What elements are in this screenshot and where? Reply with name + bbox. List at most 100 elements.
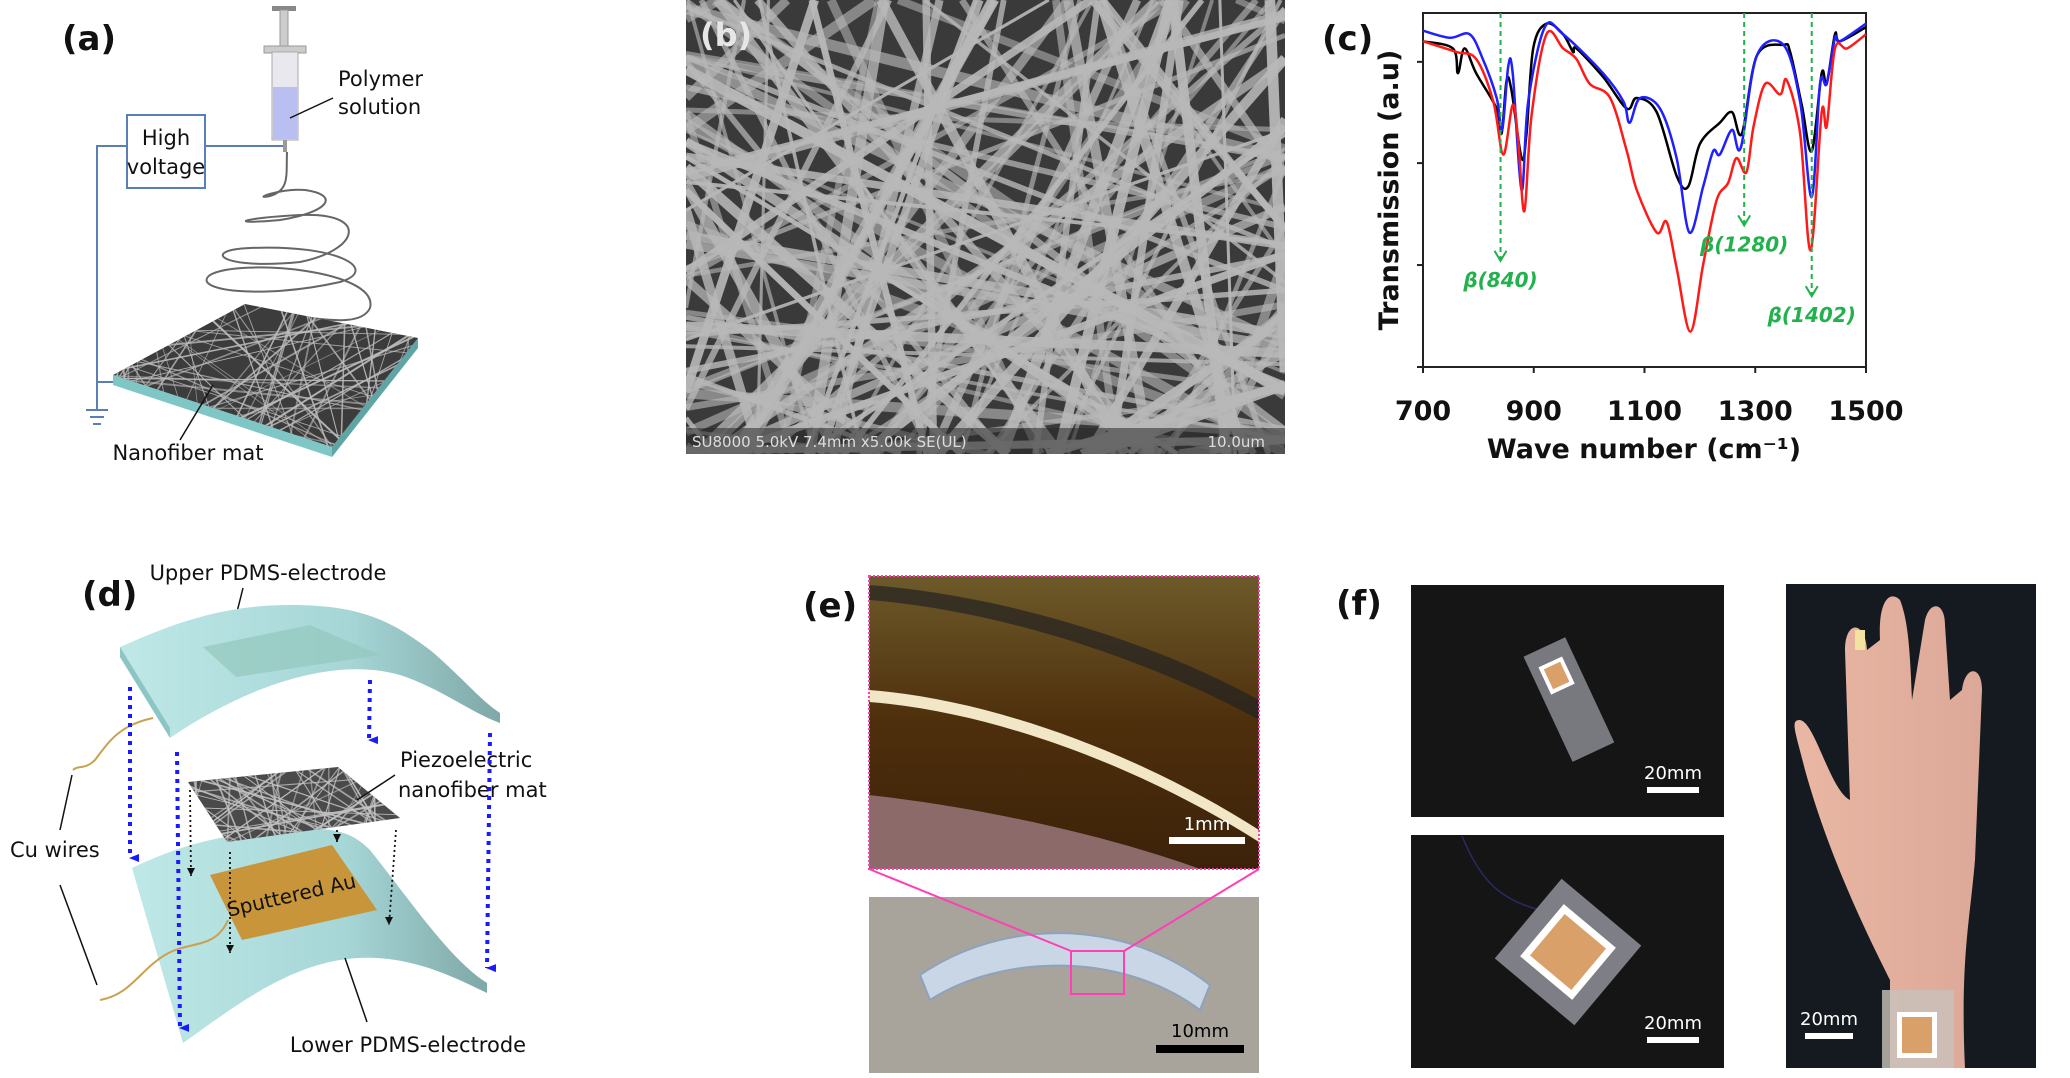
polymer-label-2: solution (338, 95, 421, 119)
fiber (686, 13, 1285, 176)
microscope-image (869, 576, 1259, 869)
lower-electrode-label: Lower PDMS-electrode (290, 1033, 526, 1057)
fiber-jet-spiral (205, 151, 372, 322)
upper-pdms-sheet (120, 605, 500, 738)
assembly-arrows-black (187, 789, 397, 953)
zoom-frame (868, 575, 1260, 870)
fiber (278, 304, 329, 447)
fiber (1167, 166, 1285, 454)
device-small (1523, 637, 1615, 762)
panel-e: (e) 1mm 10mm (803, 575, 1260, 1073)
panel-a: (a) Polymer solution High voltage Nanofi… (62, 6, 423, 465)
scale-bar-1mm (1169, 837, 1245, 844)
sem-info: SU8000 5.0kV 7.4mm x5.00k SE(UL) (692, 433, 967, 451)
upper-electrode-label: Upper PDMS-electrode (150, 561, 387, 585)
mat-edge-side (332, 338, 418, 457)
finger-sensor (1855, 630, 1865, 650)
cu-wire-lower (99, 919, 229, 1001)
scale-bar-f3 (1805, 1033, 1853, 1039)
cu-leader-lower (59, 884, 98, 986)
annotation-label: β(1402) (1767, 303, 1856, 327)
panel-d: (d) Upper PDMS-electrode Sputtered Au Pi… (10, 561, 547, 1057)
fiber (303, 767, 400, 831)
zoom-region-box (1070, 950, 1125, 995)
scale-label-f2: 20mm (1644, 1013, 1702, 1034)
series-line-2 (1422, 21, 1867, 234)
fiber (686, 119, 1285, 454)
fiber (816, 0, 984, 454)
piezo-leader-line (356, 774, 396, 801)
panel-d-label: (d) (82, 575, 137, 615)
y-axis-label: Transmission (a.u) (1374, 50, 1405, 331)
fiber (340, 304, 347, 447)
fiber (253, 304, 298, 447)
panel-f-label: (f) (1336, 584, 1382, 624)
fiber (262, 304, 318, 447)
fiber (390, 304, 418, 331)
polymer-label-1: Polymer (338, 67, 423, 91)
scale-label-f1: 20mm (1644, 763, 1702, 784)
panel-c: (c) β(840)β(1280)β(1402) Transmission (a… (1322, 12, 1904, 465)
chart-marks: β(840)β(1280)β(1402) (1417, 13, 1867, 373)
x-tick-label: 700 (1395, 396, 1451, 427)
annotation-label: β(1280) (1699, 232, 1788, 256)
fiber (1084, 116, 1285, 454)
scale-bar-f2 (1647, 1037, 1699, 1043)
fiber (686, 64, 1285, 396)
fiber (389, 421, 418, 447)
scale-label-f3: 20mm (1800, 1009, 1858, 1030)
x-tick-label: 1100 (1607, 396, 1682, 427)
panel-c-label: (c) (1322, 19, 1373, 59)
nanofiber-mat-label: Nanofiber mat (112, 441, 263, 465)
mat-edge-front (113, 375, 332, 457)
sem-info-bar (686, 428, 1285, 454)
high-voltage-box (126, 114, 206, 189)
sem-scale-label: 10.0um (1207, 433, 1265, 451)
ground-icon (86, 409, 108, 425)
fiber (287, 304, 319, 447)
fiber (859, 123, 1285, 454)
scale-bar-10mm (1156, 1045, 1244, 1053)
device-square (1494, 878, 1642, 1026)
fiber (382, 423, 418, 447)
fiber (686, 56, 1285, 350)
mat-leader-line (179, 384, 214, 441)
fiber (231, 767, 334, 842)
fiber (686, 162, 1285, 437)
fiber (303, 304, 342, 447)
scale-bar-f1 (1647, 787, 1699, 793)
fiber (194, 767, 198, 842)
fiber (686, 0, 721, 23)
hand (1794, 596, 1982, 1068)
sputtered-au-layer (210, 845, 377, 940)
panel-b-label: (b) (700, 16, 752, 54)
x-tick-label: 900 (1506, 396, 1562, 427)
piezo-label-2: nanofiber mat (398, 778, 547, 802)
series-line-3 (1422, 29, 1867, 333)
arrowhead-icon (1737, 214, 1752, 228)
fiber (732, 0, 1052, 454)
fiber (686, 0, 1050, 212)
piezo-label-1: Piezoelectric (400, 748, 532, 772)
panel-e-label: (e) (803, 586, 857, 626)
sem-fiber-texture (686, 0, 1285, 454)
fiber (808, 0, 931, 454)
arrowhead-icon (1493, 250, 1508, 263)
scale-label-10mm: 10mm (1171, 1021, 1229, 1042)
zoom-connector-left (868, 868, 1072, 952)
fiber (127, 304, 130, 447)
panel-a-label: (a) (62, 19, 116, 59)
panel-f: (f) 20mm 20mm 20mm (1336, 584, 2036, 1068)
cu-wire-upper (72, 717, 154, 771)
hv-label-2: voltage (127, 155, 205, 179)
fiber (923, 0, 1285, 284)
arrowhead-icon (1804, 285, 1819, 299)
x-axis-label: Wave number (cm⁻¹) (1487, 434, 1801, 465)
fiber (1032, 0, 1102, 454)
scale-label-1mm: 1mm (1184, 814, 1231, 835)
fiber (1168, 0, 1232, 454)
lower-leader-line (344, 957, 368, 1023)
syringe-icon (263, 6, 307, 152)
series-line-1 (1422, 21, 1867, 191)
